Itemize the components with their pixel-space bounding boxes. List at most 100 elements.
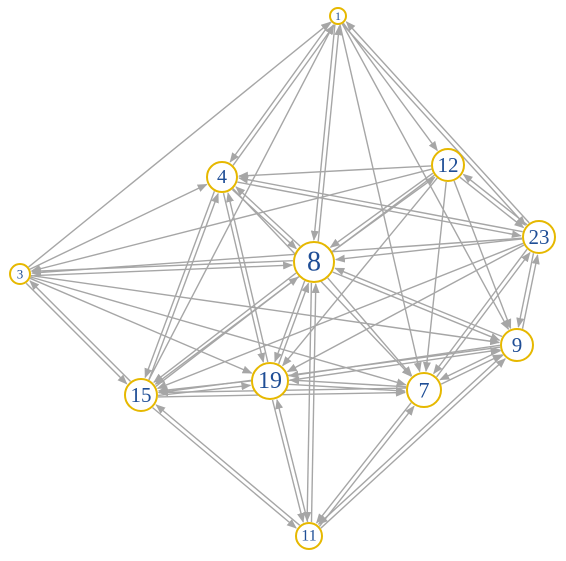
node-circle (522, 220, 556, 254)
node-label: 4 (217, 166, 227, 188)
node-11: 11 (295, 522, 323, 550)
edge-1-to-8 (310, 24, 336, 241)
edge-7-to-19 (289, 376, 407, 388)
edge-19-to-11 (271, 399, 305, 523)
edge-9-to-23 (521, 254, 540, 329)
node-label: 7 (419, 378, 430, 403)
edge-11-to-7 (318, 405, 415, 527)
node-circle (293, 241, 335, 283)
node-label: 12 (438, 153, 459, 177)
edge-19-to-8 (278, 282, 310, 365)
edge-4-to-23 (237, 181, 522, 239)
edge-4-to-15 (144, 190, 216, 379)
node-circle (295, 522, 323, 550)
edge-8-to-15 (153, 272, 297, 383)
edge-3-to-4 (29, 183, 208, 270)
edge-7-to-11 (315, 402, 412, 524)
edge-23-to-8 (334, 238, 523, 263)
edge-9-to-8 (334, 267, 503, 338)
edge-23-to-12 (462, 173, 528, 226)
edge-12-to-15 (154, 174, 435, 385)
node-label: 15 (131, 383, 152, 407)
edge-3-to-15 (25, 282, 128, 385)
edge-1-to-12 (342, 22, 438, 152)
edge-11-to-8 (310, 283, 320, 523)
node-label: 19 (258, 368, 282, 394)
node-label: 9 (512, 333, 523, 357)
edge-15-to-11 (152, 407, 297, 529)
node-7: 7 (406, 372, 442, 408)
edge-19-to-7 (288, 383, 406, 395)
edge-8-to-19 (274, 280, 306, 363)
node-label: 11 (301, 528, 316, 545)
node-circle (329, 7, 347, 25)
edge-3-to-9 (30, 274, 501, 346)
edge-3-to-1 (28, 21, 331, 268)
edge-12-to-4 (238, 165, 432, 180)
edge-23-to-4 (238, 175, 523, 233)
node-circle (406, 372, 442, 408)
edge-15-to-1 (148, 24, 335, 381)
edge-23-to-9 (516, 253, 535, 328)
edge-1-to-9 (341, 23, 510, 331)
node-label: 1 (335, 9, 341, 23)
edge-15-to-19 (158, 382, 252, 397)
edge-8-to-11 (303, 282, 313, 522)
edge-4-to-1 (232, 24, 335, 166)
edge-3-to-19 (29, 277, 253, 374)
node-15: 15 (124, 378, 158, 412)
edge-12-to-3 (30, 168, 432, 273)
edge-8-to-4 (235, 186, 301, 247)
edge-12-to-9 (453, 180, 512, 330)
node-1: 1 (329, 7, 347, 25)
node-label: 23 (529, 225, 550, 249)
edge-11-to-9 (320, 358, 506, 529)
edge-19-to-4 (226, 192, 269, 363)
node-label: 8 (307, 247, 321, 278)
edge-23-to-19 (286, 244, 525, 373)
edge-7-to-9 (440, 354, 503, 385)
edge-8-to-1 (317, 25, 343, 242)
node-4: 4 (206, 161, 238, 193)
node-circle (206, 161, 238, 193)
nodes-layer: 1 3 4 7 8 9 11 12 15 19 23 (9, 7, 556, 550)
node-circle (431, 148, 465, 182)
node-9: 9 (500, 328, 534, 362)
edge-9-to-7 (439, 349, 502, 381)
edge-1-to-4 (229, 21, 332, 163)
node-circle (9, 263, 31, 285)
edge-19-to-9 (288, 347, 501, 382)
edge-4-to-7 (232, 188, 412, 377)
edge-4-to-19 (222, 192, 266, 363)
edge-23-to-15 (156, 242, 524, 390)
edge-12-to-23 (459, 176, 525, 229)
node-circle (124, 378, 158, 412)
edge-11-to-15 (155, 404, 301, 526)
node-3: 3 (9, 263, 31, 285)
edges-layer (25, 21, 540, 529)
node-19: 19 (251, 362, 289, 400)
node-12: 12 (431, 148, 465, 182)
node-label: 3 (17, 267, 24, 282)
node-8: 8 (293, 241, 335, 283)
edge-11-to-19 (275, 398, 309, 523)
node-23: 23 (522, 220, 556, 254)
edge-1-to-23 (341, 23, 526, 226)
edge-8-to-9 (332, 271, 501, 341)
edge-9-to-11 (317, 354, 504, 525)
edge-19-to-15 (157, 380, 251, 394)
edge-3-to-8 (31, 261, 294, 277)
edge-12-to-8 (329, 172, 434, 248)
edge-23-to-1 (345, 21, 530, 224)
edge-1-to-7 (339, 24, 422, 373)
edge-8-to-3 (30, 260, 293, 275)
edge-15-to-3 (29, 280, 131, 382)
edge-12-to-7 (422, 181, 447, 373)
edge-3-to-7 (30, 276, 407, 387)
edge-15-to-4 (148, 192, 219, 381)
node-circle (251, 362, 289, 400)
node-circle (500, 328, 534, 362)
edge-12-to-19 (282, 177, 438, 367)
